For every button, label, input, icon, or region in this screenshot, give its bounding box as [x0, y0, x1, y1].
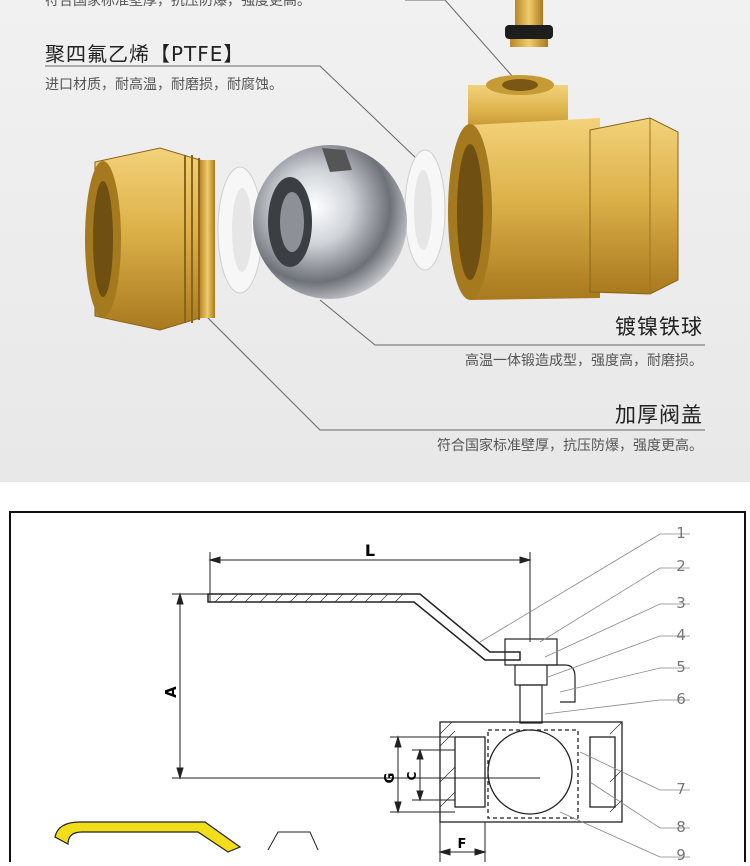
part-number: 5 — [676, 658, 686, 676]
dimension-C — [412, 748, 455, 802]
ptfe-title: 聚四氟乙烯【PTFE】 — [45, 42, 245, 66]
dim-label-G: G — [383, 773, 398, 784]
part-number: 8 — [676, 818, 686, 836]
cover-description: 符合国家标准壁厚，抗压防爆，强度更高。 — [437, 438, 703, 454]
technical-drawing-panel: L A — [0, 482, 750, 866]
handle-lever — [207, 593, 521, 661]
valve-body — [448, 75, 679, 300]
part-number: 3 — [676, 594, 686, 612]
dim-label-A: A — [162, 686, 180, 698]
dimension-L — [208, 552, 532, 642]
yellow-handle-valve — [54, 821, 319, 853]
dim-label-L: L — [365, 541, 375, 560]
end-cap — [85, 147, 215, 331]
exploded-view-panel: 符合国家标准壁厚，抗压防爆，强度更高。 聚四氟乙烯【PTFE】 进口材质，耐高温… — [0, 0, 750, 482]
part-leaders — [479, 533, 690, 858]
exploded-valve-illustration — [45, 0, 705, 431]
part-number: 2 — [676, 557, 686, 575]
ptfe-seat-right — [404, 149, 446, 271]
stem-assembly — [504, 638, 576, 724]
part-number: 9 — [676, 846, 686, 862]
ball-title: 镀镍铁球 — [615, 315, 703, 339]
part-number: 1 — [676, 524, 686, 542]
handle-hatch — [214, 593, 404, 603]
dim-label-C: C — [405, 771, 419, 780]
top-caption-partial: 符合国家标准壁厚，抗压防爆，强度更高。 — [45, 0, 311, 9]
part-number: 4 — [676, 626, 686, 644]
ptfe-description: 进口材质，耐高温，耐磨损，耐腐蚀。 — [45, 77, 283, 93]
cover-title: 加厚阀盖 — [615, 403, 703, 427]
dim-label-F: F — [458, 837, 467, 852]
part-number: 7 — [676, 780, 686, 798]
part-number: 6 — [676, 690, 686, 708]
dimension-A — [172, 592, 540, 780]
valve-stem — [505, 0, 553, 47]
part-number-labels: 1 2 3 4 5 6 7 8 9 — [676, 524, 686, 864]
dimension-G — [390, 735, 455, 814]
technical-drawing: L A — [9, 511, 746, 866]
dimension-F — [438, 822, 487, 862]
chrome-ball — [253, 145, 407, 299]
drawing-frame — [9, 511, 746, 866]
ball-description: 高温一体锻造成型，强度高，耐磨损。 — [465, 353, 703, 369]
leader-lines — [45, 0, 705, 431]
ptfe-seat-left — [217, 166, 263, 294]
